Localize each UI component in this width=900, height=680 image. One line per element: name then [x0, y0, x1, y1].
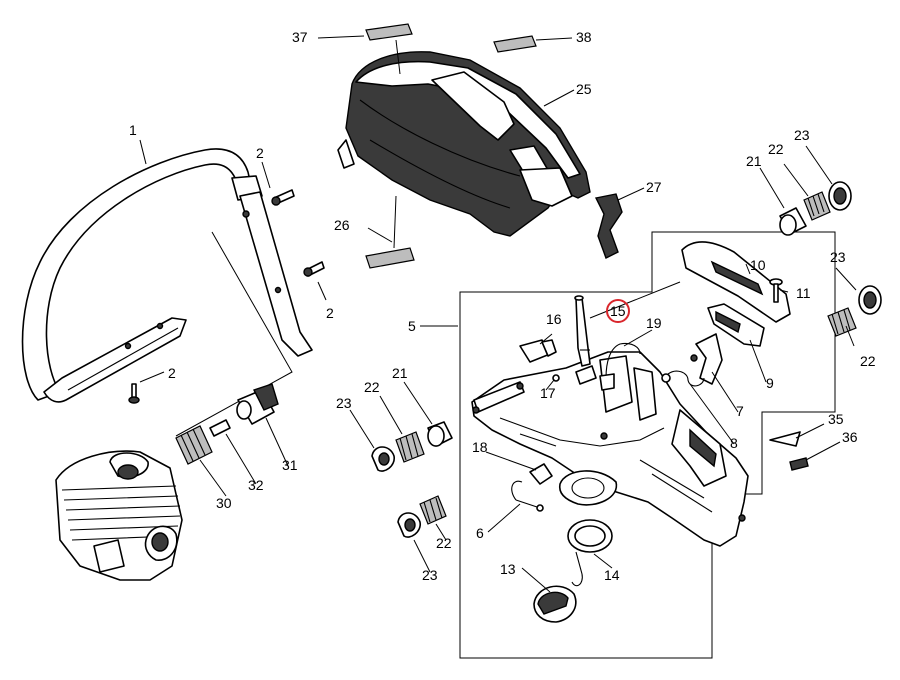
callout-2a: 2	[256, 145, 264, 161]
spring-30	[175, 425, 213, 465]
callout-6: 6	[476, 525, 484, 541]
callout-23b: 23	[830, 249, 846, 265]
callout-25: 25	[576, 81, 592, 97]
callout-35: 35	[828, 411, 844, 427]
callout-27: 27	[646, 179, 662, 195]
callout-11: 11	[796, 285, 811, 301]
part-35	[769, 431, 801, 447]
hose-6	[511, 480, 541, 509]
label-37-sticker	[365, 23, 413, 41]
av-cap-23d	[397, 512, 421, 538]
screw-2a	[271, 189, 295, 206]
callout-23d: 23	[422, 567, 438, 583]
av-spring-22d	[419, 495, 447, 525]
callout-8: 8	[730, 435, 738, 451]
callout-22b: 22	[860, 353, 876, 369]
fuel-cap-strap	[571, 551, 583, 587]
assembly-frame	[459, 231, 836, 659]
highlight-ring	[606, 299, 630, 323]
callout-1: 1	[129, 122, 137, 138]
av-plug-21b	[427, 421, 453, 447]
av-plug-21a	[779, 207, 807, 236]
callout-21b: 21	[392, 365, 408, 381]
cylinder-assembly	[55, 450, 183, 581]
part-36	[789, 457, 809, 471]
callout-15: 15	[610, 303, 626, 319]
fuel-cap-gasket	[567, 519, 613, 553]
top-cover	[337, 51, 591, 237]
o-ring-17	[552, 374, 560, 382]
callout-36: 36	[842, 429, 858, 445]
callout-2b: 2	[326, 305, 334, 321]
callout-18: 18	[472, 439, 488, 455]
leader-lines	[139, 35, 857, 593]
av-cap-23c	[371, 446, 395, 472]
callout-14: 14	[604, 567, 620, 583]
part-31	[236, 383, 279, 425]
callout-26: 26	[334, 217, 350, 233]
callout-19: 19	[646, 315, 662, 331]
fuel-cap	[533, 585, 577, 623]
callout-17: 17	[540, 385, 556, 401]
label-38-sticker	[493, 35, 537, 53]
callout-32: 32	[248, 477, 264, 493]
callout-22a: 22	[768, 141, 784, 157]
handle-bracket-lines	[175, 231, 293, 437]
callout-23a: 23	[794, 127, 810, 143]
grip-cover	[681, 241, 791, 323]
throttle-trigger	[707, 303, 765, 347]
callout-labels: 1 2 2 2 5 6 7 8 9 10 11 13 14 15 16 17 1…	[129, 29, 876, 583]
throttle-lock	[690, 333, 723, 385]
trigger-lever	[594, 193, 623, 259]
callout-7: 7	[736, 403, 744, 419]
callout-13: 13	[500, 561, 516, 577]
spring-8	[667, 370, 705, 387]
callout-38: 38	[576, 29, 592, 45]
av-spring-22b	[827, 307, 857, 337]
callout-21a: 21	[746, 153, 762, 169]
callout-30: 30	[216, 495, 232, 511]
av-spring-22c	[395, 431, 425, 463]
callout-16: 16	[546, 311, 562, 327]
callout-10: 10	[750, 257, 766, 273]
callout-31: 31	[282, 457, 298, 473]
rear-handle-housing	[471, 351, 749, 547]
av-cap-23b	[858, 285, 882, 315]
av-spring-22a	[803, 191, 831, 221]
callout-22c: 22	[364, 379, 380, 395]
callout-5: 5	[408, 318, 416, 334]
av-cap-23a	[828, 181, 852, 211]
callout-37: 37	[292, 29, 308, 45]
handle-bar	[21, 148, 313, 403]
callout-23c: 23	[336, 395, 352, 411]
callout-2c: 2	[168, 365, 176, 381]
impulse-hose	[599, 342, 641, 391]
callout-22d: 22	[436, 535, 452, 551]
label-26-sticker	[365, 247, 415, 269]
fuel-filter	[519, 339, 557, 363]
part-32	[209, 419, 231, 437]
breather-18	[529, 463, 553, 485]
screw-2c	[128, 383, 140, 404]
callout-9: 9	[766, 375, 774, 391]
screw-2b	[303, 261, 325, 277]
fuel-pipe	[574, 295, 597, 385]
screw-11	[769, 278, 783, 303]
